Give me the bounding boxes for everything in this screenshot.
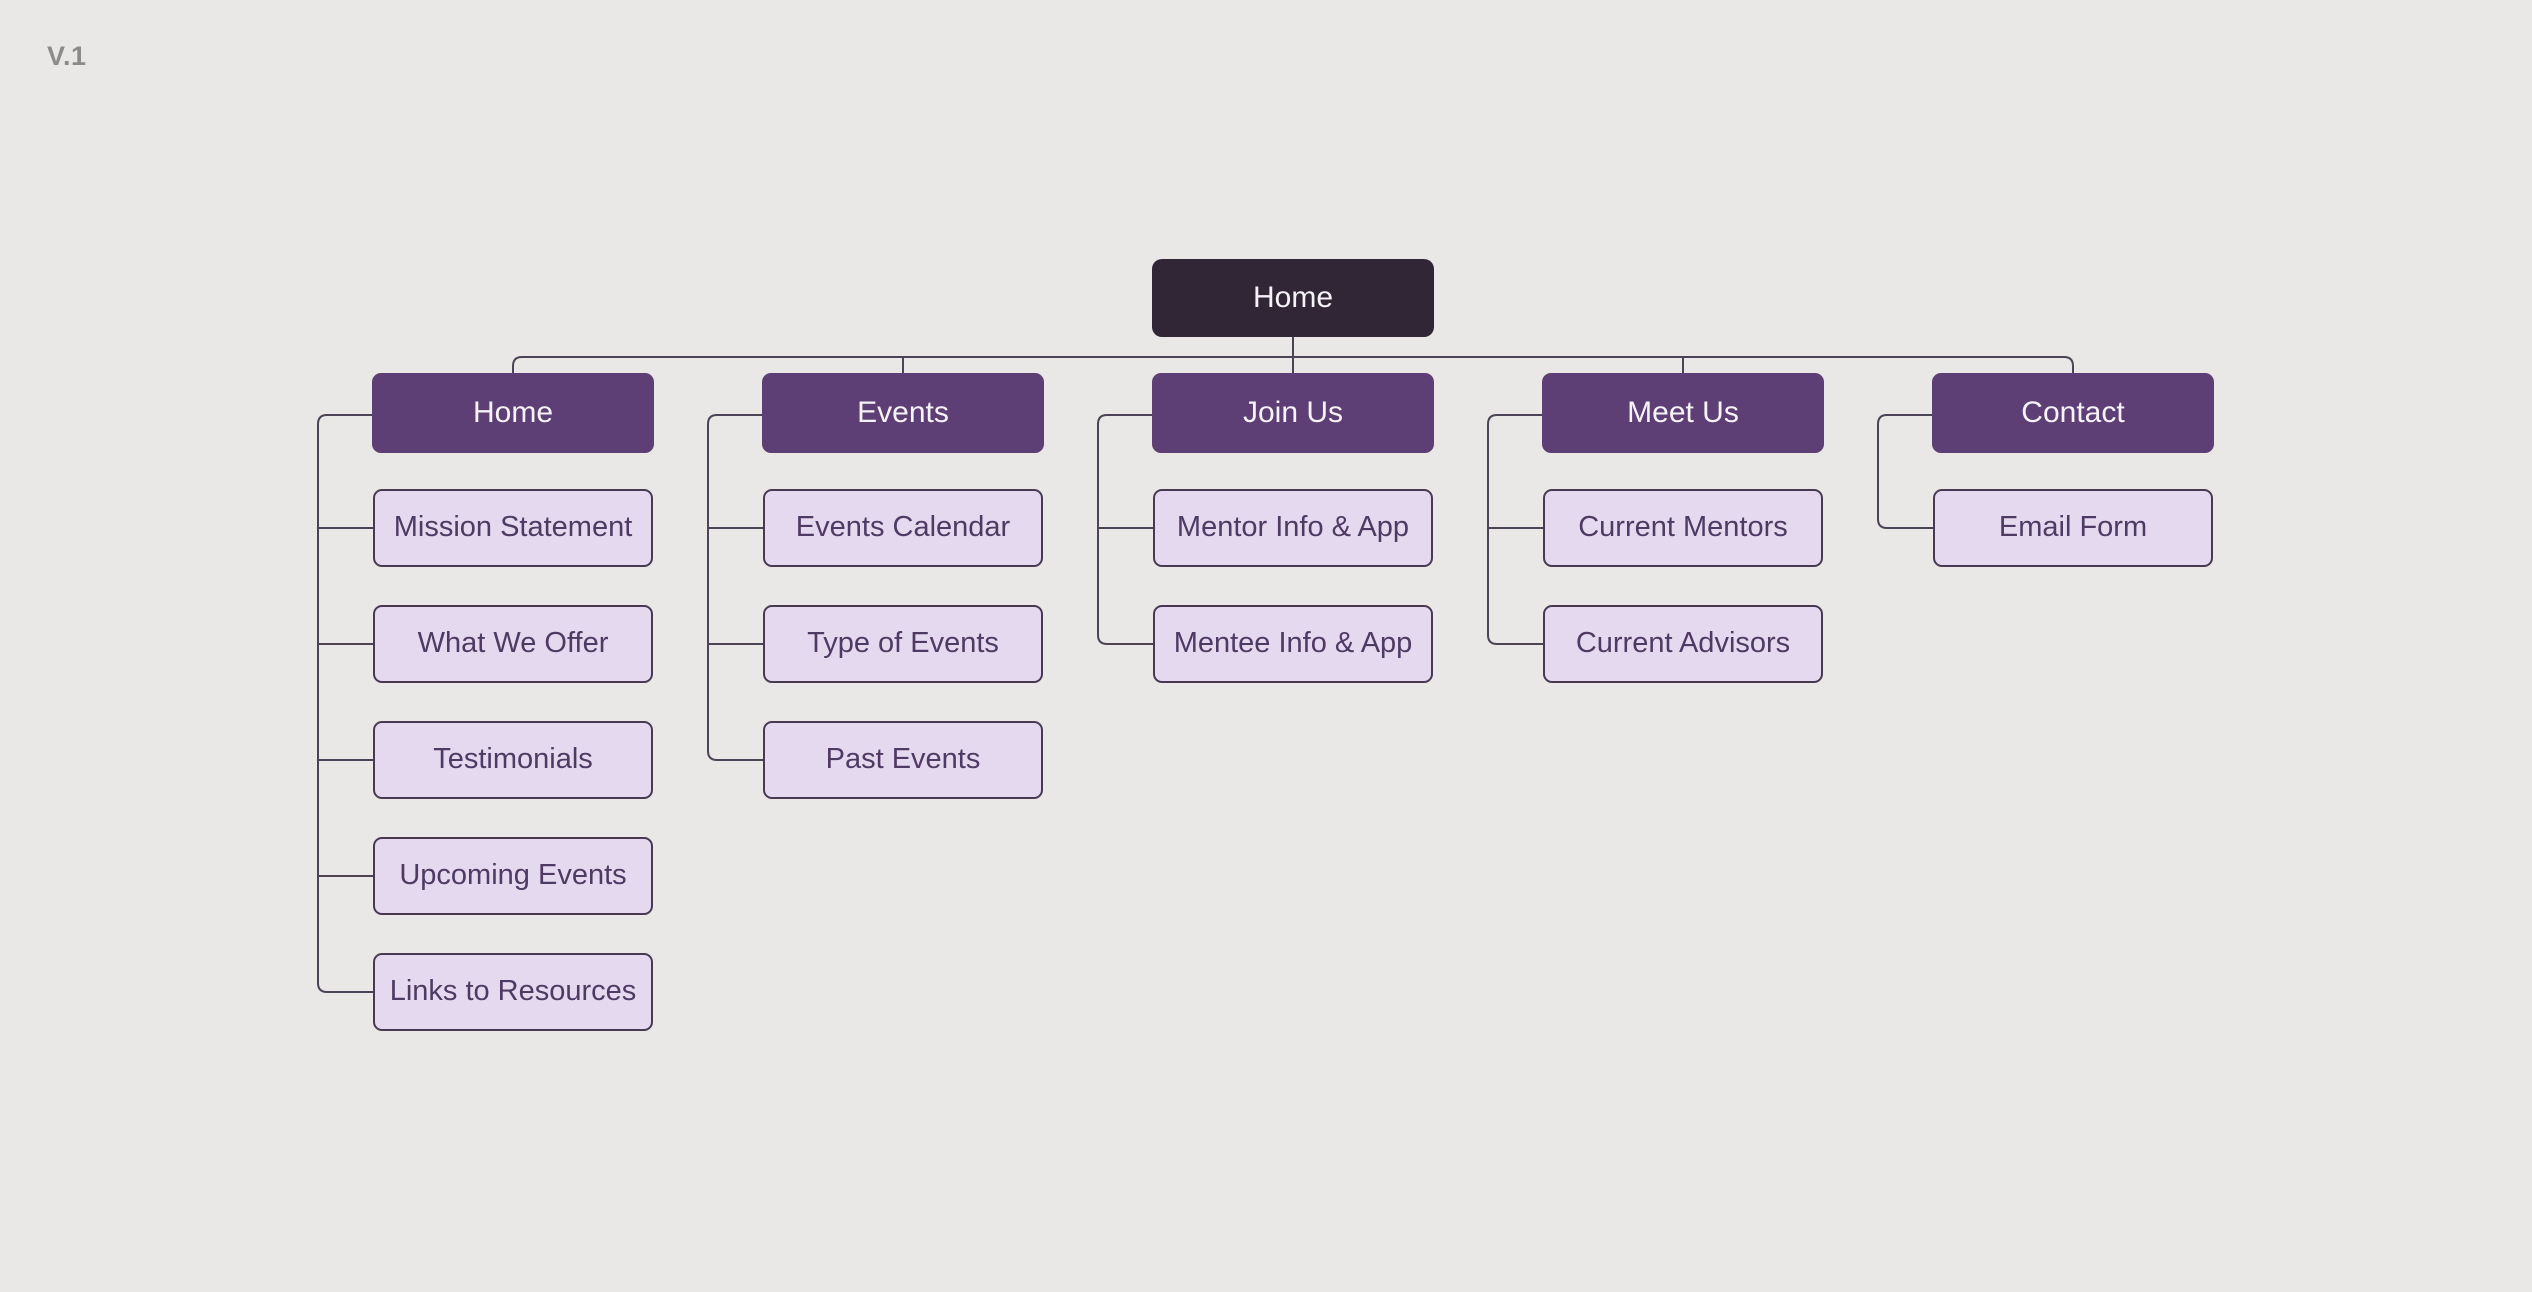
node-label: Email Form [1998, 511, 2148, 544]
node-label: Events [857, 395, 949, 429]
node-label: Upcoming Events [399, 859, 627, 892]
child-node-events-calendar[interactable]: Events Calendar [763, 489, 1043, 567]
node-label: Events Calendar [795, 511, 1011, 544]
node-label: Type of Events [807, 627, 999, 660]
node-label: Current Advisors [1575, 627, 1791, 660]
child-node-email-form[interactable]: Email Form [1933, 489, 2213, 567]
branch-node-home[interactable]: Home [372, 373, 654, 453]
child-node-what-we-offer[interactable]: What We Offer [373, 605, 653, 683]
node-label: Home [1252, 280, 1334, 314]
child-node-mentor-info-app[interactable]: Mentor Info & App [1153, 489, 1433, 567]
node-label: Mission Statement [393, 511, 633, 544]
branch-node-contact[interactable]: Contact [1932, 373, 2214, 453]
node-label: Links to Resources [389, 975, 637, 1008]
node-label: Testimonials [433, 743, 593, 776]
node-label: Mentee Info & App [1173, 627, 1413, 660]
node-label: Meet Us [1627, 395, 1739, 429]
child-node-mentee-info-app[interactable]: Mentee Info & App [1153, 605, 1433, 683]
child-node-type-of-events[interactable]: Type of Events [763, 605, 1043, 683]
version-label: V.1 [47, 41, 87, 71]
node-label: Mentor Info & App [1176, 511, 1410, 544]
root-node-home[interactable]: Home [1152, 259, 1434, 337]
child-node-mission-statement[interactable]: Mission Statement [373, 489, 653, 567]
child-node-current-advisors[interactable]: Current Advisors [1543, 605, 1823, 683]
branch-node-events[interactable]: Events [762, 373, 1044, 453]
child-node-links-to-resources[interactable]: Links to Resources [373, 953, 653, 1031]
branch-node-meet-us[interactable]: Meet Us [1542, 373, 1824, 453]
node-label: Current Mentors [1578, 511, 1788, 544]
branch-node-join-us[interactable]: Join Us [1152, 373, 1434, 453]
child-node-current-mentors[interactable]: Current Mentors [1543, 489, 1823, 567]
node-label: Past Events [825, 743, 981, 776]
child-node-testimonials[interactable]: Testimonials [373, 721, 653, 799]
child-node-past-events[interactable]: Past Events [763, 721, 1043, 799]
node-label: What We Offer [417, 627, 609, 660]
node-label: Join Us [1242, 395, 1344, 429]
node-label: Contact [2021, 395, 2125, 429]
child-node-upcoming-events[interactable]: Upcoming Events [373, 837, 653, 915]
node-label: Home [472, 395, 554, 429]
